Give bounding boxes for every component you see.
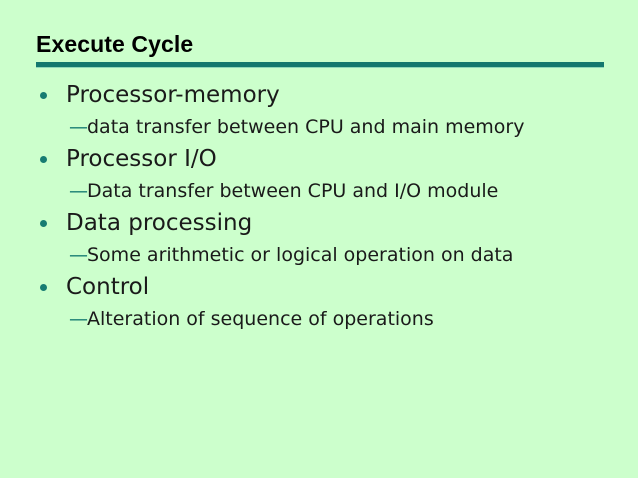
em-dash-icon: —: [69, 244, 88, 266]
list-item: Processor-memory: [0, 78, 638, 112]
em-dash-icon: —: [69, 308, 88, 330]
list-item: Data processing: [0, 206, 638, 240]
bullet-list: Processor-memory — data transfer between…: [0, 78, 638, 334]
sub-list-item: — data transfer between CPU and main mem…: [0, 112, 638, 142]
bullet-group: Data processing — Some arithmetic or log…: [0, 206, 638, 270]
page-title: Execute Cycle: [36, 31, 194, 57]
title-underline-rule: [36, 62, 604, 68]
sub-list-item: — Data transfer between CPU and I/O modu…: [0, 176, 638, 206]
sub-list-item-label: Data transfer between CPU and I/O module: [87, 180, 499, 202]
list-item-label: Processor I/O: [66, 146, 217, 172]
list-item: Processor I/O: [0, 142, 638, 176]
bullet-dot-icon: [40, 220, 47, 227]
sub-list-item-label: Alteration of sequence of operations: [87, 308, 434, 330]
list-item-label: Data processing: [66, 210, 253, 236]
em-dash-icon: —: [69, 180, 88, 202]
list-item-label: Control: [66, 274, 150, 300]
bullet-group: Processor-memory — data transfer between…: [0, 78, 638, 142]
bullet-dot-icon: [40, 156, 47, 163]
sub-list-item-label: Some arithmetic or logical operation on …: [87, 244, 514, 266]
list-item-label: Processor-memory: [66, 82, 280, 108]
sub-list-item: — Some arithmetic or logical operation o…: [0, 240, 638, 270]
bullet-group: Processor I/O — Data transfer between CP…: [0, 142, 638, 206]
list-item: Control: [0, 270, 638, 304]
bullet-dot-icon: [40, 284, 47, 291]
bullet-dot-icon: [40, 92, 47, 99]
bullet-group: Control — Alteration of sequence of oper…: [0, 270, 638, 334]
sub-list-item: — Alteration of sequence of operations: [0, 304, 638, 334]
sub-list-item-label: data transfer between CPU and main memor…: [87, 116, 525, 138]
em-dash-icon: —: [69, 116, 88, 138]
